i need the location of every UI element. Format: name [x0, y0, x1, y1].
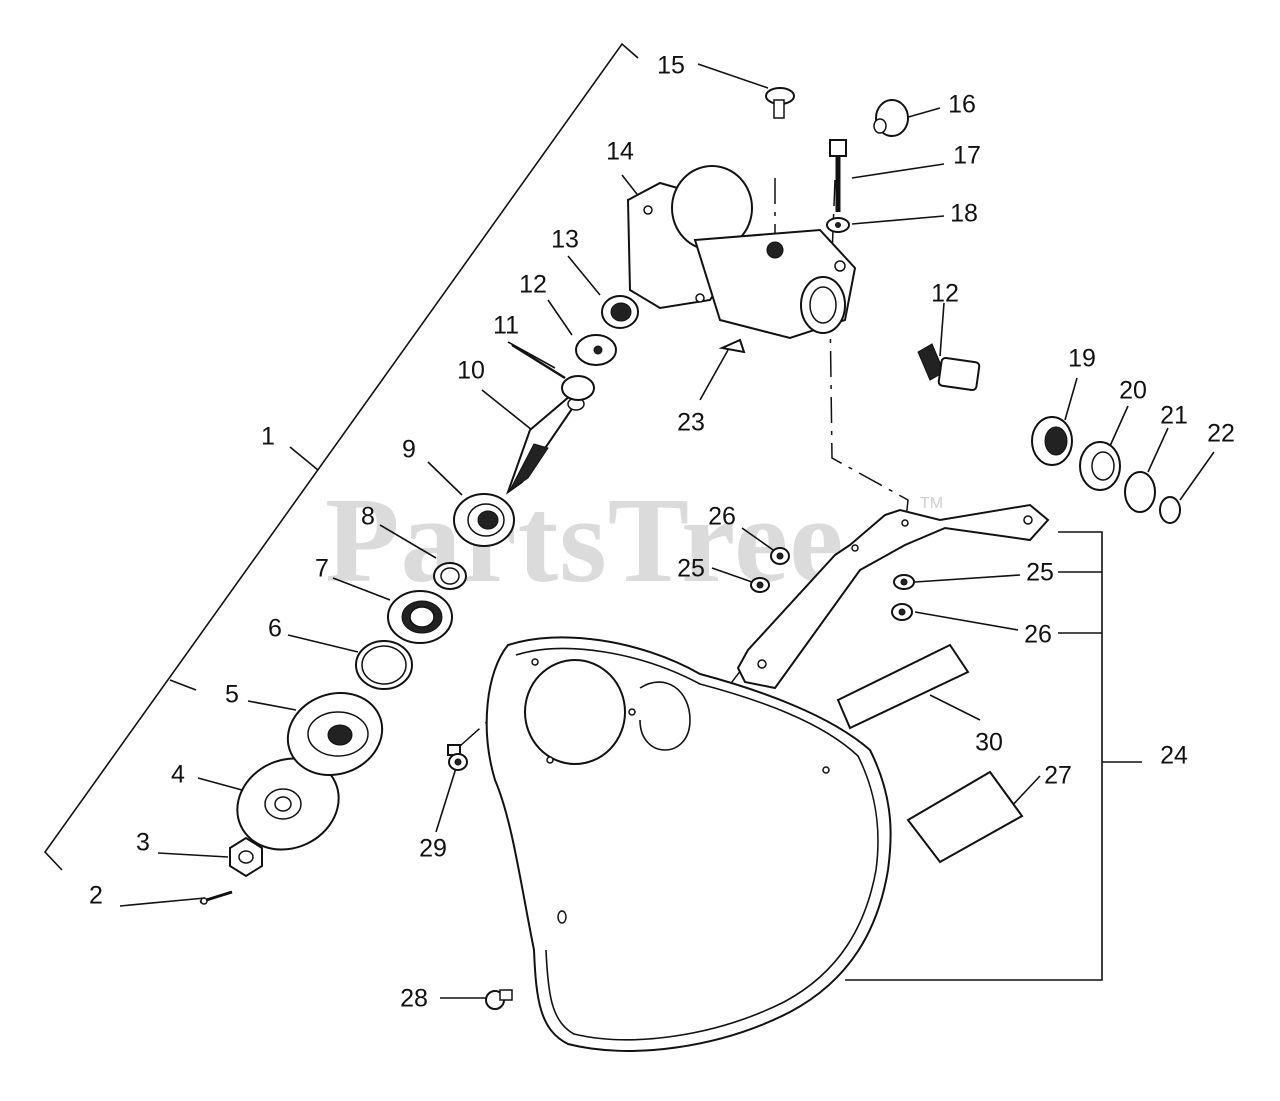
part-7-seal [387, 590, 453, 644]
callout-16: 16 [948, 90, 976, 119]
part-16-knob [873, 99, 909, 137]
callout-7: 7 [315, 554, 329, 583]
part-25-washer-left [750, 577, 770, 593]
assembly-bracket [43, 42, 639, 871]
callout-8: 8 [361, 502, 375, 531]
shield-kit-bracket [845, 531, 1142, 981]
shield [485, 636, 892, 1052]
part-12-pinion-gear [917, 343, 981, 391]
part-28-screw [485, 989, 513, 1010]
callout-18: 18 [950, 199, 978, 228]
part-25-washer-right [893, 574, 915, 590]
callout-9: 9 [402, 435, 416, 464]
callout-1: 1 [261, 422, 275, 451]
callout-5: 5 [225, 680, 239, 709]
part-13-bearing [601, 295, 639, 329]
part-6-ring [355, 640, 413, 690]
callout-27: 27 [1044, 761, 1072, 790]
part-26-nut-right [891, 603, 913, 621]
part-4-washer [236, 757, 340, 851]
part-20-seal [1079, 441, 1121, 491]
part-15-screw [765, 87, 795, 119]
callout-25-right: 25 [1026, 558, 1054, 587]
callout-25-left: 25 [677, 554, 705, 583]
callout-12-left: 12 [519, 270, 547, 299]
callout-15: 15 [657, 51, 685, 80]
watermark-trademark: TM [920, 495, 944, 512]
callout-23: 23 [677, 408, 705, 437]
part-18-washer [826, 217, 850, 233]
part-2-pin [199, 890, 233, 905]
callout-17: 17 [953, 141, 981, 170]
callout-6: 6 [268, 614, 282, 643]
part-30-label [836, 643, 970, 730]
part-27-decal [906, 770, 1024, 864]
part-26-nut-left [770, 547, 790, 565]
part-17-bolt [829, 139, 847, 212]
callout-26-left: 26 [708, 502, 736, 531]
part-11-snap-ring [511, 343, 595, 401]
callout-24: 24 [1160, 741, 1188, 770]
callout-21: 21 [1160, 401, 1188, 430]
callout-26-right: 26 [1024, 620, 1052, 649]
part-22-ring [1159, 496, 1181, 524]
part-12-washer [575, 334, 617, 366]
callout-28: 28 [400, 984, 428, 1013]
part-19-bearing [1031, 416, 1073, 466]
part-3-nut [229, 836, 263, 878]
callout-22: 22 [1207, 419, 1235, 448]
callout-4: 4 [171, 760, 185, 789]
shield-bracket [736, 503, 1050, 690]
part-9-bearing [453, 493, 515, 547]
callout-10: 10 [457, 356, 485, 385]
callout-3: 3 [136, 828, 150, 857]
callout-14: 14 [606, 137, 634, 166]
part-23-key [718, 338, 746, 354]
callout-20: 20 [1119, 376, 1147, 405]
callout-12-right: 12 [931, 279, 959, 308]
callout-2: 2 [89, 881, 103, 910]
part-5-cup [286, 691, 384, 777]
callout-19: 19 [1068, 344, 1096, 373]
part-10-shaft [505, 394, 585, 495]
callout-29: 29 [419, 834, 447, 863]
part-14-gear-housing [626, 165, 857, 340]
callout-13: 13 [551, 225, 579, 254]
part-29-screw [447, 744, 468, 771]
part-8-bushing [433, 562, 467, 590]
callout-30: 30 [975, 728, 1003, 757]
part-21-snap-ring [1124, 471, 1156, 513]
callout-11: 11 [493, 311, 519, 340]
